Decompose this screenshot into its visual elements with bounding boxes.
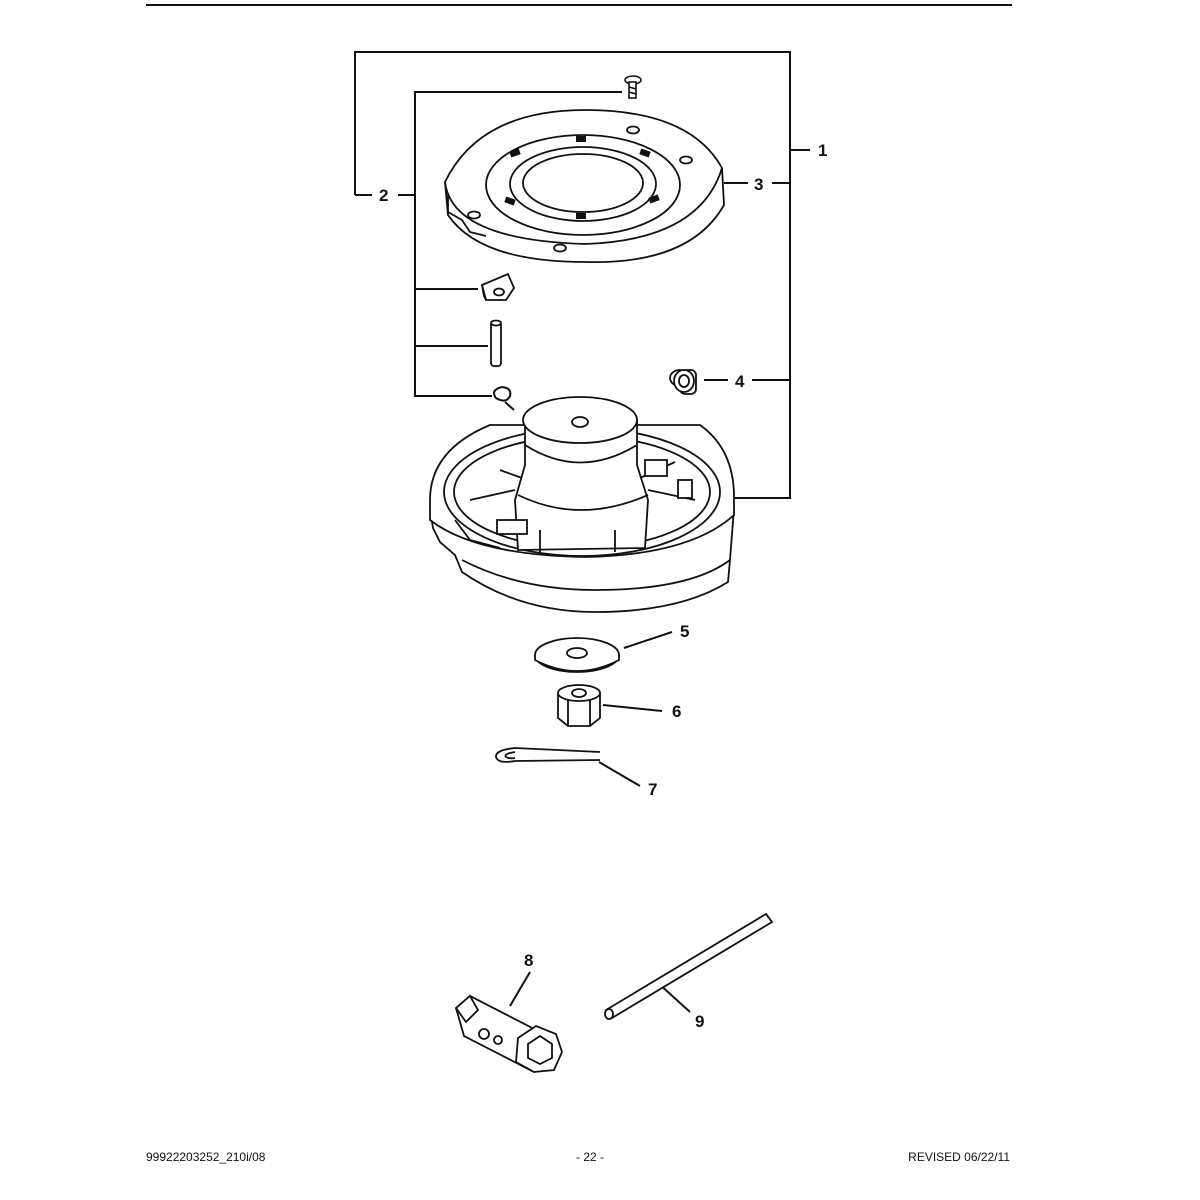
box-wrench-icon [454,994,563,1073]
bushing-icon [669,369,697,395]
spool-housing-icon [429,396,735,613]
leader-5 [623,631,673,649]
footer-doc-number: 99922203252_210i/08 [146,1150,266,1164]
rod-icon [604,912,774,1020]
top-rule [146,4,1012,6]
callout-5: 5 [680,622,689,641]
leader-7 [598,761,641,787]
leader-6 [602,704,663,712]
bracket-1 [354,51,791,499]
cotter-pin-icon [495,747,601,763]
screw-icon [624,75,642,99]
callout-9: 9 [695,1012,704,1031]
pin-icon [490,319,502,367]
callout-8: 8 [524,951,533,970]
footer-revised-date: REVISED 06/22/11 [908,1150,1010,1164]
footer-page-number: - 22 - [575,1150,604,1164]
callout-7: 7 [648,780,657,799]
callout-2: 2 [379,186,388,205]
callout-1: 1 [818,141,827,160]
leader-8 [509,971,531,1007]
bracket-2 [414,91,622,397]
callout-6: 6 [672,702,681,721]
nut-icon [557,684,601,727]
cover-plate-icon [444,109,725,263]
latch-icon [480,272,516,301]
spring-icon [493,386,515,411]
washer-icon [534,637,620,673]
callout-4: 4 [735,372,745,391]
callout-3: 3 [754,175,763,194]
